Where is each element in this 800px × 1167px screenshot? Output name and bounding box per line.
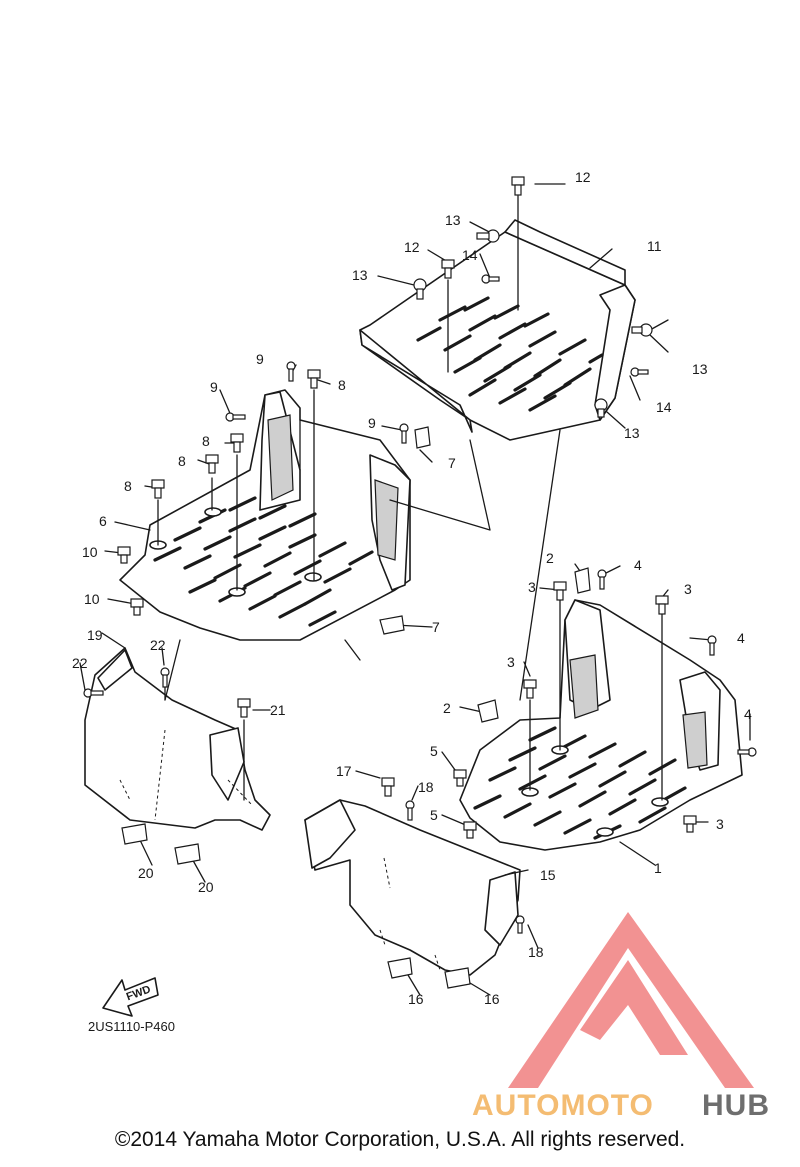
- callout-9: 9: [256, 351, 264, 367]
- callout-14: 14: [656, 399, 672, 415]
- copyright-notice: ©2014 Yamaha Motor Corporation, U.S.A. A…: [114, 1128, 686, 1151]
- callout-2: 2: [443, 700, 451, 716]
- callout-7: 7: [432, 619, 440, 635]
- callout-21: 21: [270, 702, 286, 718]
- footrest-right-upper: [359, 219, 636, 441]
- callout-labels: 12 13 12 14 11 13 13 14 13 9 8 9 8 8 8 9…: [72, 169, 752, 1034]
- callout-8: 8: [178, 453, 186, 469]
- logo-text-hub: HUB: [702, 1089, 770, 1122]
- guard-left-lower: [84, 647, 271, 831]
- callout-9: 9: [210, 379, 218, 395]
- callout-3: 3: [528, 579, 536, 595]
- callout-8: 8: [338, 377, 346, 393]
- callout-13: 13: [624, 425, 640, 441]
- callout-5: 5: [430, 807, 438, 823]
- callout-4: 4: [737, 630, 745, 646]
- callout-11: 11: [647, 238, 662, 254]
- logo-text-automoto: AUTOMOTO: [472, 1089, 654, 1122]
- callout-13: 13: [445, 212, 461, 228]
- callout-20: 20: [138, 865, 154, 881]
- callout-4: 4: [634, 557, 642, 573]
- callout-18: 18: [418, 779, 434, 795]
- logo-inner-mark: [580, 960, 688, 1055]
- callout-10: 10: [82, 544, 98, 560]
- callout-13: 13: [352, 267, 368, 283]
- callout-4: 4: [744, 706, 752, 722]
- diagram-code: 2US1110-P460: [88, 1019, 175, 1034]
- callout-2: 2: [546, 550, 554, 566]
- callout-8: 8: [202, 433, 210, 449]
- callout-10: 10: [84, 591, 100, 607]
- automotohub-logo: AUTOMOTO HUB: [472, 912, 770, 1122]
- callout-9: 9: [368, 415, 376, 431]
- callout-16: 16: [408, 991, 424, 1007]
- callout-18: 18: [528, 944, 544, 960]
- callout-6: 6: [99, 513, 107, 529]
- callout-1: 1: [654, 860, 662, 876]
- callout-20: 20: [198, 879, 214, 895]
- callout-19: 19: [87, 627, 103, 643]
- callout-22: 22: [150, 637, 166, 653]
- callout-16: 16: [484, 991, 500, 1007]
- callout-15: 15: [540, 867, 556, 883]
- callout-12: 12: [575, 169, 591, 185]
- guard-right-lower: [304, 799, 521, 976]
- callout-8: 8: [124, 478, 132, 494]
- callout-3: 3: [507, 654, 515, 670]
- callout-3: 3: [716, 816, 724, 832]
- callout-12: 12: [404, 239, 420, 255]
- callout-5: 5: [430, 743, 438, 759]
- callout-14: 14: [462, 247, 478, 263]
- footrest-right-lower: [459, 599, 743, 851]
- callout-22: 22: [72, 655, 88, 671]
- callout-3: 3: [684, 581, 692, 597]
- fwd-arrow: FWD: [102, 977, 159, 1017]
- fasteners: [83, 176, 757, 989]
- leader-lines: [79, 183, 751, 996]
- callout-17: 17: [336, 763, 352, 779]
- callout-7: 7: [448, 455, 456, 471]
- footrest-left: [119, 389, 411, 641]
- logo-triangle: [508, 912, 754, 1088]
- callout-13: 13: [692, 361, 708, 377]
